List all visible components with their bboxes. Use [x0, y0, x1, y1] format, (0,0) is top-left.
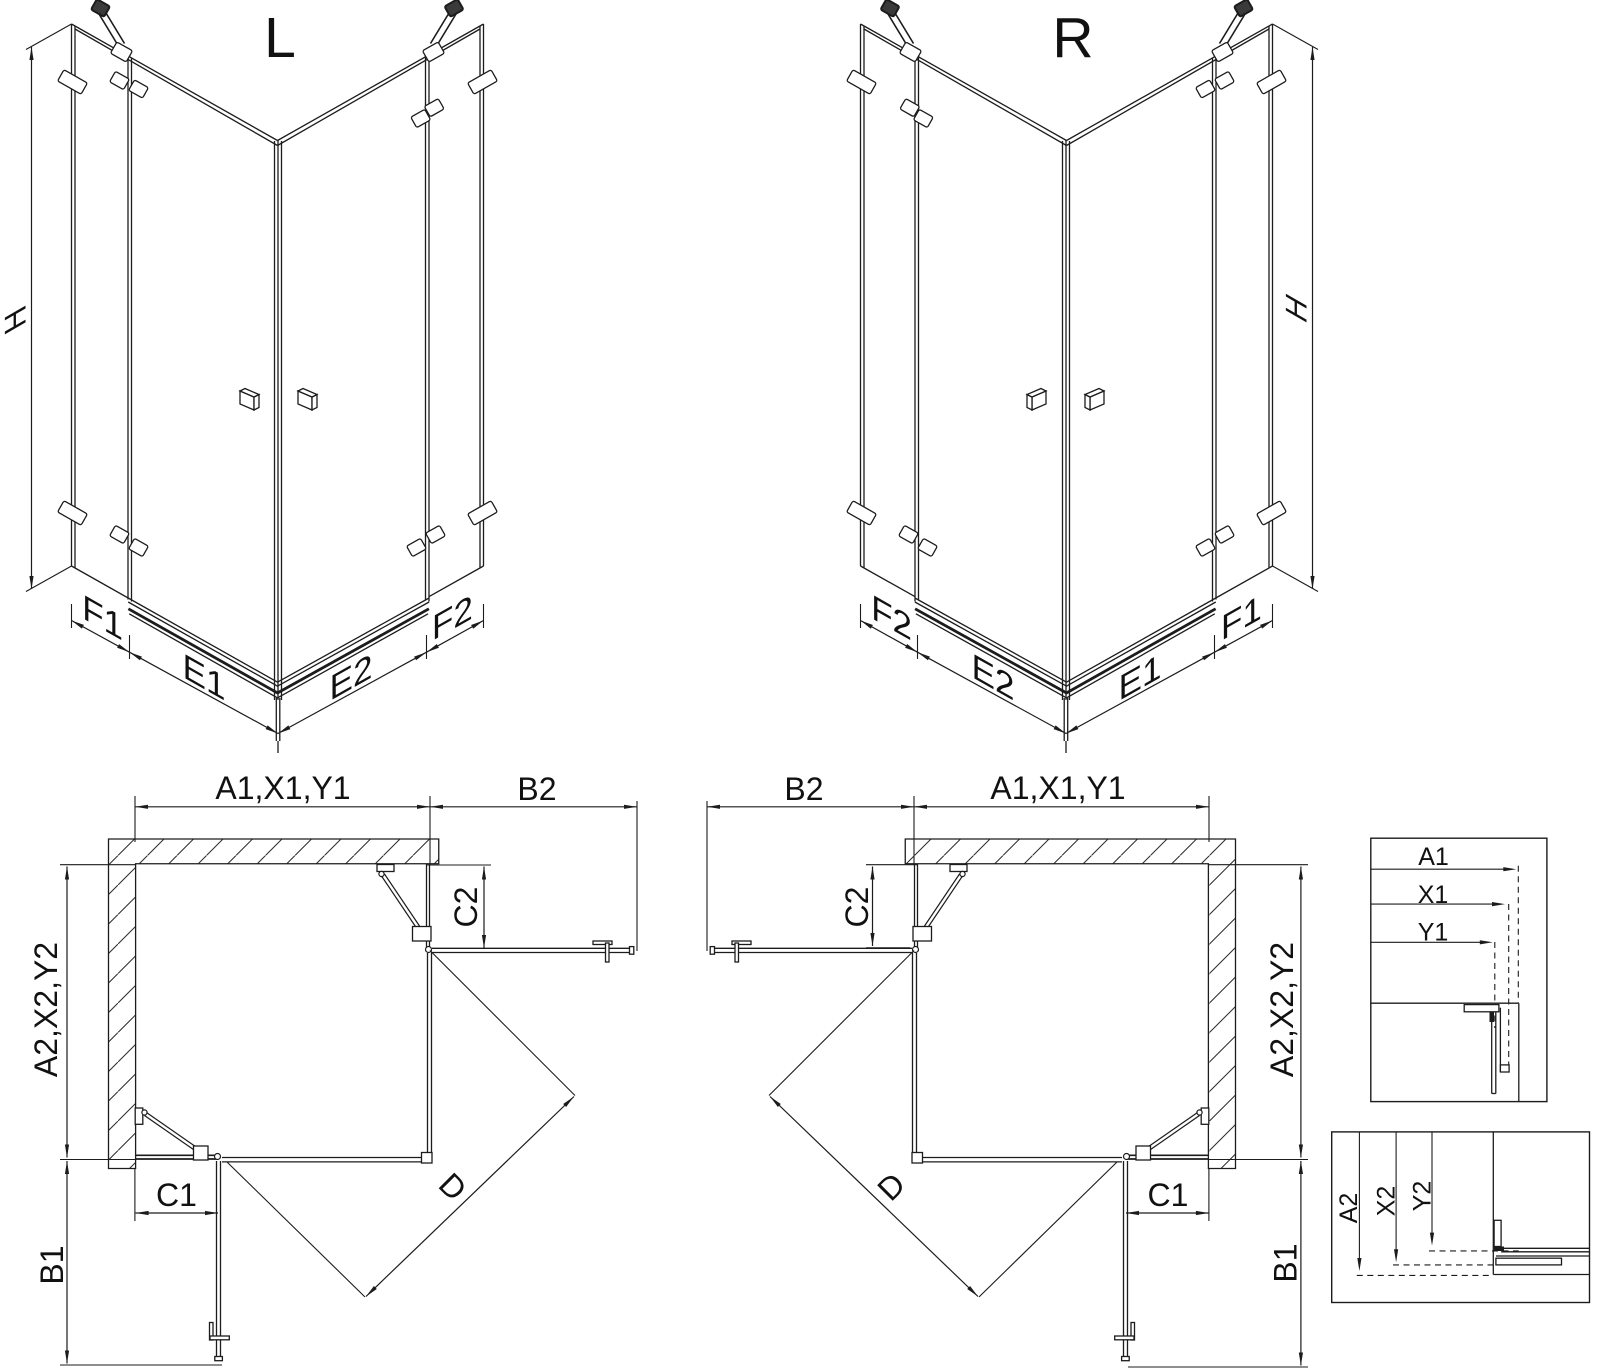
svg-text:B2: B2 [517, 771, 556, 807]
svg-text:A2: A2 [1335, 1193, 1363, 1224]
svg-text:A1: A1 [1418, 843, 1449, 871]
svg-text:C2: C2 [448, 887, 484, 928]
svg-text:A1,X1,Y1: A1,X1,Y1 [990, 770, 1125, 806]
svg-text:C1: C1 [156, 1177, 197, 1213]
svg-text:R: R [1052, 6, 1093, 70]
svg-text:C1: C1 [1148, 1177, 1189, 1213]
svg-text:A2,X2,Y2: A2,X2,Y2 [28, 942, 64, 1077]
svg-text:A2,X2,Y2: A2,X2,Y2 [1264, 942, 1300, 1077]
svg-text:X1: X1 [1418, 881, 1449, 909]
svg-text:B2: B2 [784, 771, 823, 807]
svg-text:A1,X1,Y1: A1,X1,Y1 [215, 770, 350, 806]
svg-text:B1: B1 [1268, 1243, 1304, 1282]
svg-text:B1: B1 [34, 1245, 70, 1284]
svg-text:C2: C2 [839, 887, 875, 928]
svg-text:L: L [264, 6, 296, 70]
